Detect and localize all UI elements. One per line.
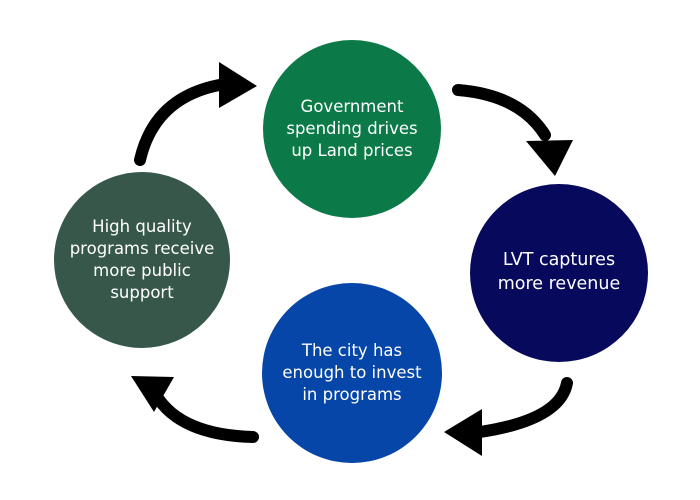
- arrow-left-to-top: [134, 62, 257, 166]
- node-programs-public-support: High quality programs receive more publi…: [54, 172, 230, 348]
- node-city-invests: The city has enough to invest in program…: [262, 283, 442, 463]
- node-label: The city has enough to invest in program…: [282, 341, 422, 404]
- arrow-top-to-right: [452, 84, 573, 176]
- node-lvt-captures-revenue: LVT captures more revenue: [470, 184, 648, 362]
- node-government-spending: Government spending drives up Land price…: [263, 40, 441, 218]
- node-label: High quality programs receive more publi…: [69, 217, 215, 302]
- arrow-bottom-to-left: [131, 376, 259, 443]
- node-label: Government spending drives up Land price…: [286, 97, 418, 160]
- arrow-right-to-bottom: [444, 377, 573, 456]
- node-label: LVT captures more revenue: [497, 250, 621, 294]
